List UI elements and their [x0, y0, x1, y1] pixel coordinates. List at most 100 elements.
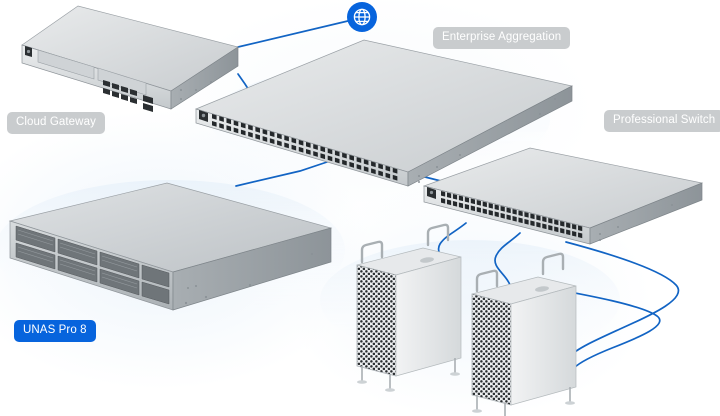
port: [566, 222, 571, 229]
sfp-ports: [143, 95, 153, 112]
port: [464, 204, 470, 210]
sfp-port-rows: [212, 114, 398, 181]
port: [255, 133, 260, 140]
port: [262, 136, 268, 142]
port: [219, 123, 224, 129]
port: [524, 212, 529, 218]
port: [277, 133, 282, 140]
port: [446, 192, 452, 199]
port: [262, 129, 268, 135]
power-inlet: [199, 110, 208, 122]
port: [560, 221, 565, 227]
port: [494, 204, 499, 211]
port: [560, 228, 565, 234]
port: [512, 216, 517, 222]
port: [306, 142, 311, 148]
professional-switch[interactable]: [422, 147, 704, 245]
link-aggregation-to-nas: [235, 160, 331, 187]
port: [512, 209, 517, 215]
port: [385, 172, 391, 179]
port: [536, 222, 541, 228]
port: [378, 163, 383, 170]
chassis-screws: [418, 98, 556, 183]
cable-right-loop-upper: [565, 241, 680, 357]
port: [488, 210, 493, 216]
port: [219, 116, 224, 122]
port: [470, 205, 475, 212]
port: [291, 137, 297, 144]
port: [524, 219, 529, 225]
port: [226, 125, 232, 132]
internet-globe-badge[interactable]: [347, 2, 377, 32]
port: [334, 150, 340, 157]
label-enterprise-aggregation[interactable]: Enterprise Aggregation: [433, 27, 571, 50]
port: [320, 146, 326, 153]
label-cloud-gateway[interactable]: Cloud Gateway: [7, 112, 105, 135]
port: [240, 122, 246, 129]
port: [458, 202, 464, 209]
port: [554, 226, 559, 233]
port: [313, 144, 318, 150]
tower-server-1[interactable]: [356, 223, 462, 392]
unas-pro-8-nas[interactable]: [8, 182, 333, 311]
port: [464, 197, 470, 203]
port: [255, 126, 260, 133]
port: [506, 214, 511, 221]
tower-handles: [360, 223, 450, 264]
port: [349, 154, 354, 161]
chassis-screws: [599, 204, 673, 241]
drive-bays: [15, 225, 170, 305]
power-inlet: [427, 187, 436, 199]
port: [441, 191, 446, 197]
port: [554, 219, 559, 226]
port: [363, 159, 369, 166]
port: [277, 140, 282, 147]
port: [566, 229, 571, 236]
port: [542, 216, 547, 223]
port: [233, 127, 239, 134]
port: [548, 225, 553, 231]
globe-icon: [353, 8, 371, 26]
link-internet-to-gateway: [237, 19, 353, 48]
label-unas-pro-8[interactable]: UNAS Pro 8: [14, 320, 96, 343]
rj45-ports: [103, 80, 137, 104]
port: [392, 174, 398, 181]
cloud-gateway[interactable]: [21, 5, 239, 112]
enterprise-aggregation-switch[interactable]: [194, 39, 574, 187]
tower-server-2[interactable]: [471, 252, 577, 416]
port: [530, 220, 535, 227]
port: [233, 120, 239, 127]
port: [578, 225, 583, 232]
tower-feet: [472, 387, 575, 416]
port: [470, 198, 475, 205]
port: [327, 148, 333, 155]
port: [500, 213, 505, 219]
port: [500, 206, 505, 212]
chassis-screws: [180, 81, 212, 100]
port: [363, 166, 369, 173]
port: [452, 194, 458, 200]
port: [518, 217, 523, 224]
port: [291, 144, 297, 151]
port: [482, 201, 487, 208]
port: [334, 157, 340, 164]
port: [385, 165, 391, 172]
port: [284, 135, 289, 142]
port: [212, 121, 217, 127]
label-professional-switch[interactable]: Professional Switch: [604, 110, 720, 133]
chassis-screws: [184, 252, 314, 305]
port: [342, 152, 347, 159]
port: [542, 223, 547, 230]
port: [240, 129, 246, 136]
port: [488, 203, 493, 209]
tower-feet: [357, 358, 460, 392]
power-inlet: [25, 46, 32, 57]
port: [306, 149, 311, 155]
port: [356, 164, 362, 170]
port: [212, 114, 217, 120]
port: [446, 199, 452, 206]
port: [452, 201, 458, 207]
port: [518, 210, 523, 217]
rj45-port-rows: [441, 191, 583, 239]
